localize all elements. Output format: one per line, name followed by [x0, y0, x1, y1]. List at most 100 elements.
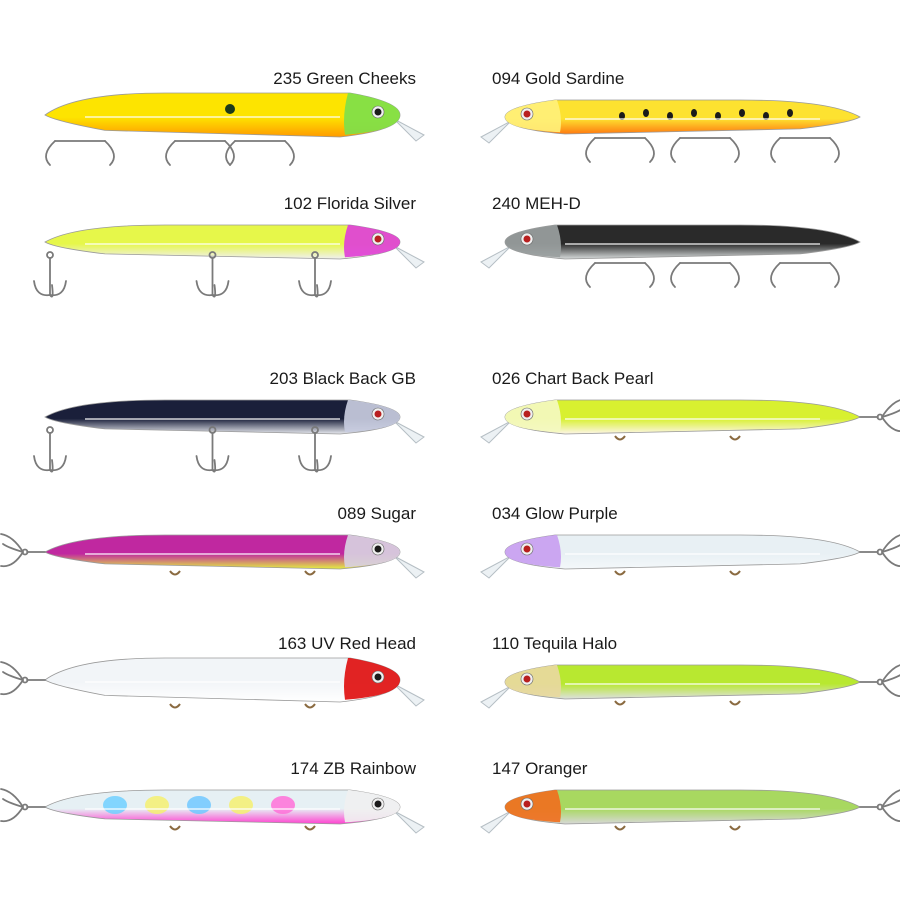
treble-hook-icon [770, 262, 840, 288]
lure-illustration [480, 664, 900, 709]
treble-hook-icon [195, 251, 230, 298]
lure-head [344, 400, 400, 433]
tail-hook-icon [859, 534, 900, 568]
lure-card: 034 Glow Purple [450, 435, 900, 585]
lure-name-label: 089 Sugar [337, 504, 416, 523]
treble-hook-icon [670, 137, 740, 163]
lure-pupil [523, 410, 531, 418]
lure-card: 102 Florida Silver [0, 125, 450, 298]
lure-head [505, 100, 561, 133]
lure-illustration [0, 533, 425, 579]
lure-pupil [523, 675, 531, 683]
lure-illustration [480, 224, 861, 288]
lure-bill [480, 420, 512, 444]
lure-head [505, 665, 561, 698]
treble-hook-icon [770, 137, 840, 163]
treble-hook-icon [195, 426, 230, 473]
lure-card: 240 MEH-D [450, 125, 900, 288]
lure-head [344, 225, 400, 258]
lure-illustration [480, 789, 900, 834]
lure-head [505, 535, 561, 568]
treble-hook-icon [585, 137, 655, 163]
lure-name-label: 147 Oranger [492, 759, 588, 778]
spot-mark [739, 109, 745, 117]
lure-card: 235 Green Cheeks [0, 0, 450, 166]
lure-illustration [480, 534, 900, 579]
belly-eyelet-icon [614, 570, 626, 576]
treble-hook-icon [225, 140, 295, 166]
lure-illustration [33, 224, 425, 298]
lure-pupil [523, 545, 531, 553]
lure-head [505, 400, 561, 433]
lure-pupil [374, 673, 382, 681]
belly-eyelet-icon [304, 570, 316, 576]
lure-card: 110 Tequila Halo [450, 565, 900, 715]
lure-card: 089 Sugar [0, 435, 450, 585]
lure-name-label: 102 Florida Silver [283, 194, 416, 213]
belly-eyelet-icon [304, 703, 316, 709]
treble-hook-icon [33, 251, 67, 298]
treble-hook-icon [670, 262, 740, 288]
lure-illustration [44, 92, 425, 166]
lure-name-label: 094 Gold Sardine [492, 69, 625, 88]
lure-bill [393, 683, 425, 707]
lure-name-label: 110 Tequila Halo [492, 634, 618, 653]
belly-eyelet-icon [729, 570, 741, 576]
lure-illustration [0, 788, 425, 834]
lure-name-label: 163 UV Red Head [278, 634, 416, 653]
color-blotch [271, 796, 295, 814]
color-blotch [145, 796, 169, 814]
tail-hook-icon [859, 399, 900, 433]
belly-eyelet-icon [614, 825, 626, 831]
lure-bill [393, 245, 425, 269]
treble-hook-icon [165, 140, 235, 166]
belly-eyelet-icon [304, 825, 316, 831]
lure-illustration [480, 99, 861, 163]
tail-hook-icon [0, 788, 46, 823]
lure-bill [393, 420, 425, 444]
lure-card: 174 ZB Rainbow [0, 690, 450, 840]
treble-hook-icon [33, 426, 67, 473]
lure-pupil [374, 108, 382, 116]
lure-bill [393, 810, 425, 834]
lure-name-label: 026 Chart Back Pearl [492, 369, 654, 388]
lure-pupil [523, 110, 531, 118]
lure-bill [480, 245, 512, 269]
spot-mark [643, 109, 649, 117]
lure-bill [480, 555, 512, 579]
belly-eyelet-icon [614, 700, 626, 706]
lure-pupil [523, 800, 531, 808]
lure-pupil [374, 800, 382, 808]
lure-head [344, 535, 400, 568]
color-blotch [229, 796, 253, 814]
lure-bill [480, 685, 512, 709]
belly-eyelet-icon [729, 825, 741, 831]
tail-hook-icon [0, 661, 46, 696]
lure-illustration [33, 399, 425, 473]
lure-card: 147 Oranger [450, 690, 900, 840]
lure-pupil [523, 235, 531, 243]
belly-eyelet-icon [169, 703, 181, 709]
color-blotch [103, 796, 127, 814]
tail-hook-icon [859, 664, 900, 698]
treble-hook-icon [585, 262, 655, 288]
lure-pupil [374, 545, 382, 553]
lure-illustration [0, 657, 425, 709]
tail-hook-icon [0, 533, 46, 568]
lure-pupil [374, 235, 382, 243]
lure-card: 203 Black Back GB [0, 300, 450, 473]
lure-bill [480, 810, 512, 834]
lure-name-label: 240 MEH-D [492, 194, 581, 213]
spot-mark [787, 109, 793, 117]
lure-name-label: 034 Glow Purple [492, 504, 618, 523]
lure-illustration [480, 399, 900, 444]
treble-hook-icon [45, 140, 115, 166]
lure-head [505, 790, 561, 823]
lure-name-label: 203 Black Back GB [269, 369, 416, 388]
color-blotch [187, 796, 211, 814]
belly-eyelet-icon [169, 570, 181, 576]
belly-eyelet-icon [169, 825, 181, 831]
lure-name-label: 235 Green Cheeks [273, 69, 416, 88]
lure-head [344, 790, 400, 823]
lure-card: 094 Gold Sardine [450, 0, 900, 163]
